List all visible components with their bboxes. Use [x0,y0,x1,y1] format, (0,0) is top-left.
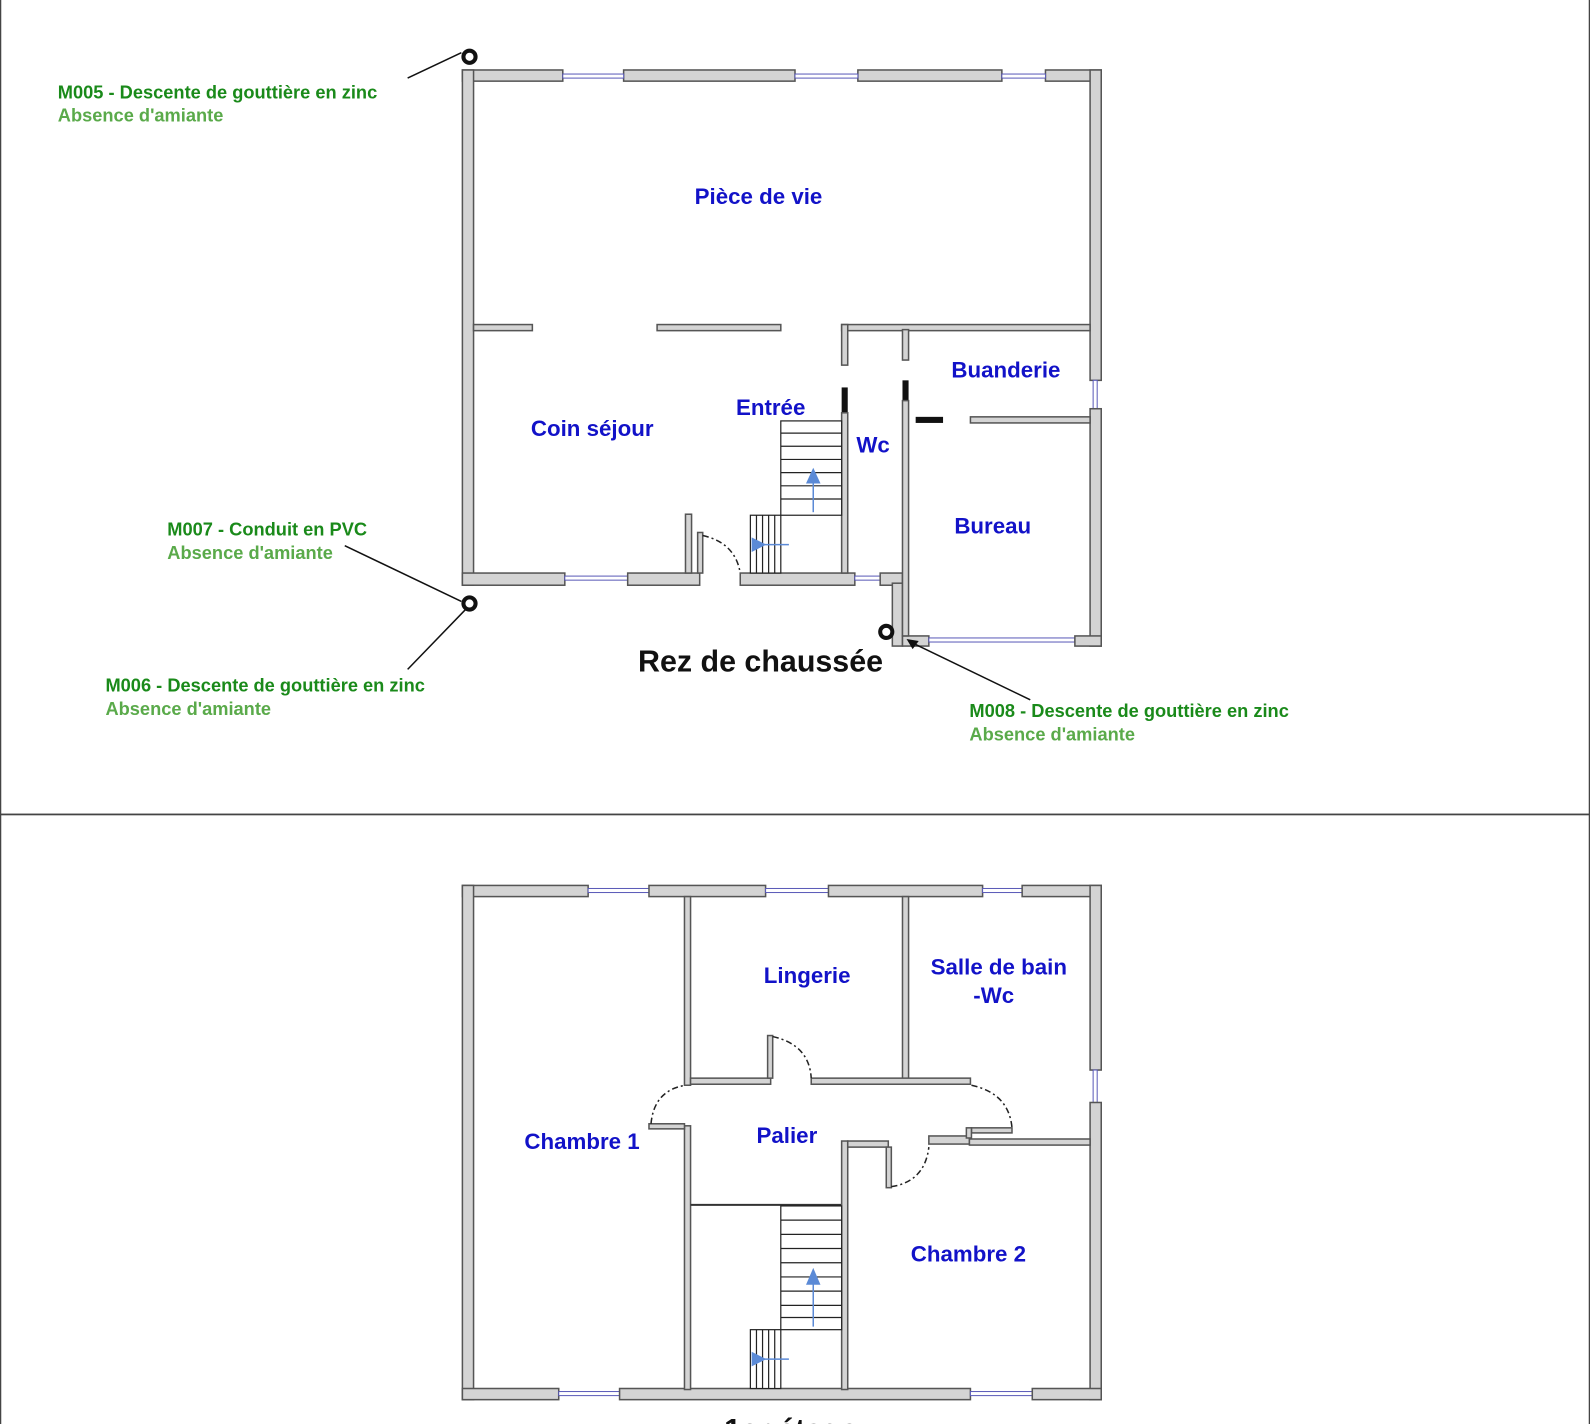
room-label: Bureau [954,513,1031,538]
marker-pipe-icon [878,623,1031,701]
marker-label: M005 - Descente de gouttière en zinc [58,81,377,102]
marker-result: Absence d'amiante [167,542,333,563]
marker-pipe-icon [407,48,478,79]
room-label: Entrée [736,395,805,420]
ground-floor-title: Rez de chaussée [638,644,883,678]
upper-floor-walls [461,884,1102,1401]
marker-result: Absence d'amiante [969,723,1135,744]
upper-floor-stairs [749,1205,843,1390]
room-label: Pièce de vie [695,184,823,209]
room-label: Chambre 2 [911,1242,1026,1267]
room-label: Wc [856,432,889,457]
room-label: -Wc [973,983,1014,1008]
marker-label: M006 - Descente de gouttière en zinc [105,675,424,696]
room-label: Palier [757,1123,818,1148]
room-label: Buanderie [951,357,1060,382]
room-label: Chambre 1 [524,1129,639,1154]
ground-floor-walls [461,69,1102,647]
marker-label: M008 - Descente de gouttière en zinc [969,700,1288,721]
room-label: Lingerie [764,963,851,988]
room-label: Coin séjour [531,416,654,441]
ground-floor-stairs [749,420,843,574]
marker-label: M007 - Conduit en PVC [167,519,367,540]
marker-result: Absence d'amiante [105,698,271,719]
room-label: Salle de bain [931,955,1067,980]
marker-result: Absence d'amiante [58,105,224,126]
upper-floor-title: 1er étage [724,1413,858,1424]
upper-floor-panel [0,813,1590,1424]
marker-pipe-icon [344,544,478,670]
